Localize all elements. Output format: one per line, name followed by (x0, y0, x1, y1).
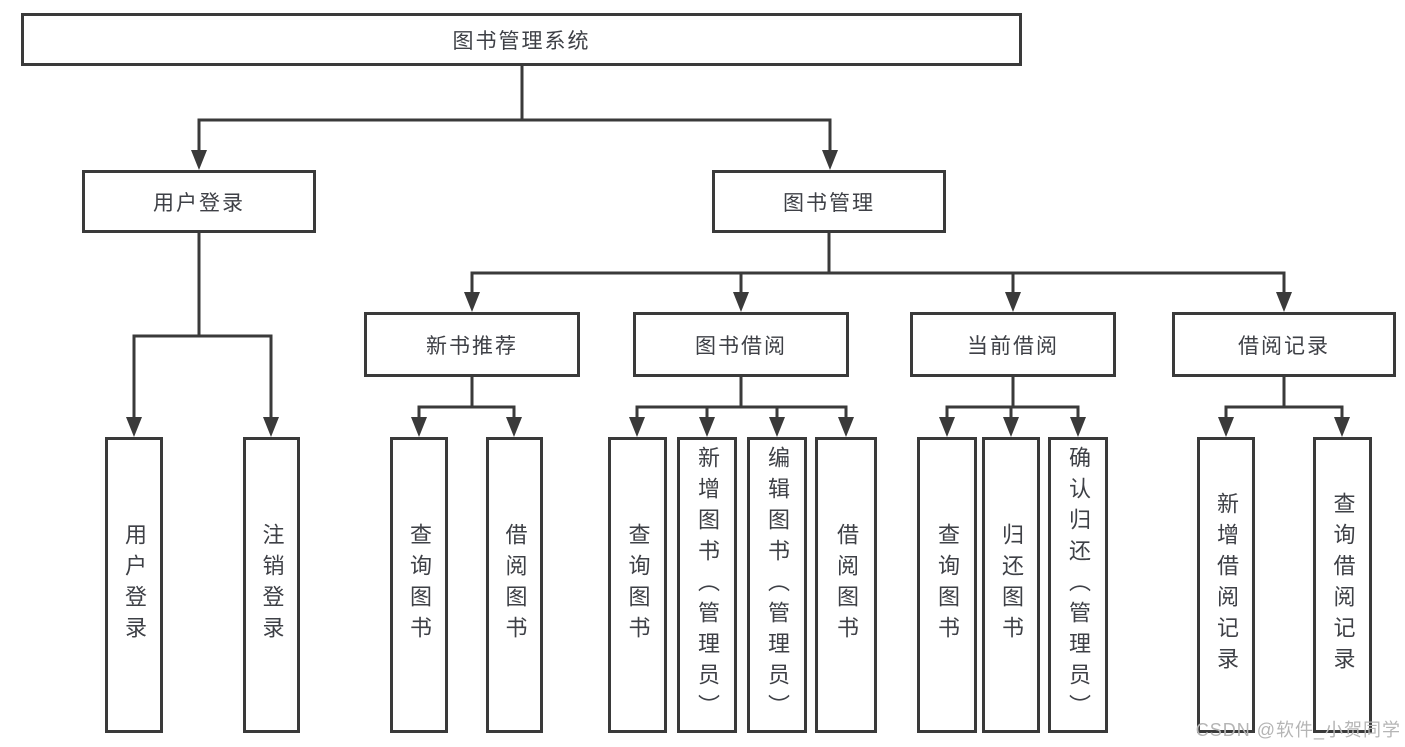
node-label: 图书管理系统 (452, 29, 591, 53)
node-borrow-record: 借阅记录 (1172, 312, 1396, 377)
node-label: 查询借阅记录 (1330, 492, 1356, 678)
connector-current-borrow (939, 377, 1086, 437)
connector-root (191, 66, 838, 170)
node-label: 借阅图书 (502, 523, 528, 647)
node-label: 用户登录 (122, 523, 147, 647)
node-book-borrow: 图书借阅 (633, 312, 849, 377)
csdn-watermark: CSDN @软件_小贺同学 (1195, 720, 1401, 740)
node-label: 归还图书 (999, 523, 1024, 647)
node-label: 查询图书 (935, 523, 960, 647)
node-user-login: 用户登录 (82, 170, 316, 233)
node-label: 查询图书 (625, 523, 651, 647)
node-root-system: 图书管理系统 (21, 13, 1022, 66)
node-label: 图书管理 (783, 191, 875, 215)
node-label: 用户登录 (153, 191, 245, 215)
node-label: 借阅记录 (1238, 334, 1330, 358)
node-book-management: 图书管理 (712, 170, 946, 233)
node-label: 新增借阅记录 (1214, 492, 1239, 678)
node-label: 图书借阅 (695, 334, 787, 358)
leaf-logout: 注销登录 (243, 437, 300, 733)
connector-user-login (126, 233, 279, 437)
connector-book-borrow (629, 377, 854, 437)
connector-new-book (411, 377, 522, 437)
leaf-query-borrow-record: 查询借阅记录 (1313, 437, 1372, 733)
node-label: 编辑图书（管理员） (765, 445, 790, 725)
leaf-borrow-book-2: 借阅图书 (815, 437, 877, 733)
leaf-confirm-return-admin: 确认归还（管理员） (1048, 437, 1108, 733)
leaf-user-login: 用户登录 (105, 437, 163, 733)
leaf-edit-book-admin: 编辑图书（管理员） (747, 437, 807, 733)
connector-borrow-record (1218, 377, 1350, 437)
leaf-borrow-book-1: 借阅图书 (486, 437, 543, 733)
node-label: 新书推荐 (426, 334, 518, 358)
leaf-query-book-3: 查询图书 (917, 437, 977, 733)
node-label: 借阅图书 (834, 523, 859, 647)
connector-book-management (464, 233, 1292, 312)
leaf-query-book-1: 查询图书 (390, 437, 448, 733)
leaf-add-book-admin: 新增图书（管理员） (677, 437, 737, 733)
leaf-add-borrow-record: 新增借阅记录 (1197, 437, 1255, 733)
node-label: 注销登录 (259, 523, 285, 647)
node-label: 新增图书（管理员） (695, 445, 720, 725)
node-current-borrow: 当前借阅 (910, 312, 1116, 377)
leaf-return-book: 归还图书 (982, 437, 1040, 733)
node-label: 查询图书 (407, 523, 432, 647)
node-label: 确认归还（管理员） (1066, 445, 1091, 725)
node-label: 当前借阅 (967, 334, 1059, 358)
leaf-query-book-2: 查询图书 (608, 437, 667, 733)
node-new-book-recommend: 新书推荐 (364, 312, 580, 377)
